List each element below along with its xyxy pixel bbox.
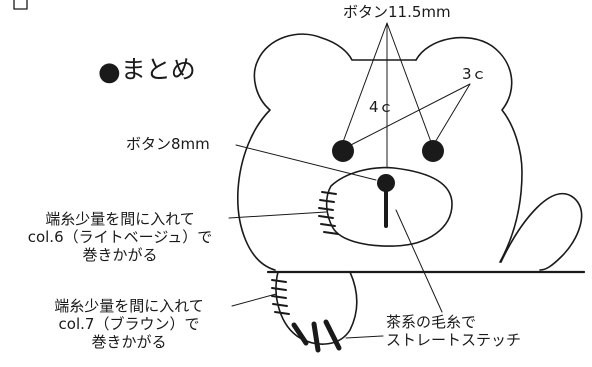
label-yarn-tuck-lower-line1: 端糸少量を間に入れて (54, 297, 204, 315)
label-spacing-vertical: 4ｃ (369, 98, 394, 116)
nose-button (377, 174, 395, 192)
left-eye-button (332, 140, 354, 162)
bear-tail-outline (500, 192, 583, 271)
label-button-small: ボタン8mm (126, 135, 210, 153)
leader-button-large-left (342, 22, 388, 143)
claw-stitches (291, 319, 342, 353)
bear-muzzle-outline (325, 166, 453, 247)
leader-yarn-lower (231, 293, 277, 307)
muzzle-stitch-marks (318, 191, 339, 235)
label-button-large: ボタン11.5mm (343, 3, 451, 21)
corner-marker (13, 0, 28, 10)
section-title-text: まとめ (120, 55, 196, 84)
leader-spacing-left (342, 83, 471, 150)
arm-stitch-marks (271, 279, 290, 315)
bear-head-left-outline (237, 33, 417, 271)
leader-stitch-note-arm (345, 335, 384, 339)
label-stitch-note: 茶系の毛糸で ストレートステッチ (386, 313, 521, 349)
label-yarn-tuck-lower: 端糸少量を間に入れて col.7（ブラウン）で 巻きかがる (18, 297, 240, 351)
leader-stitch-note (395, 209, 443, 313)
leader-button-large-right (386, 22, 432, 143)
leader-button-small (235, 144, 377, 181)
bear-arm-outline (275, 271, 358, 345)
section-title: ●まとめ (98, 55, 196, 87)
leader-spacing-right (430, 83, 471, 150)
bear-head-right-outline (415, 36, 523, 263)
label-yarn-tuck-lower-line3: 巻きかがる (91, 333, 167, 351)
leader-yarn-upper (228, 211, 327, 219)
label-yarn-tuck-lower-line2: col.7（ブラウン）で (58, 315, 200, 333)
label-spacing-eyes: 3ｃ (462, 65, 487, 83)
bullet-icon: ● (98, 57, 121, 87)
label-yarn-tuck-upper: 端糸少量を間に入れて col.6（ライトベージュ）で 巻きかがる (4, 210, 236, 264)
right-eye-button (422, 140, 444, 162)
label-stitch-note-line2: ストレートステッチ (386, 331, 522, 349)
label-stitch-note-line1: 茶系の毛糸で (386, 313, 477, 331)
label-yarn-tuck-upper-line3: 巻きかがる (82, 246, 158, 264)
label-yarn-tuck-upper-line1: 端糸少量を間に入れて (45, 210, 195, 228)
label-yarn-tuck-upper-line2: col.6（ライトベージュ）で (27, 228, 213, 246)
